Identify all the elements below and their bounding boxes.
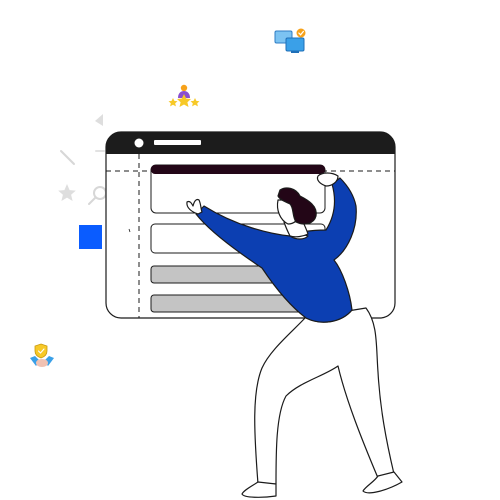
monitors-check-icon [274,28,306,53]
left-shoe [241,481,277,498]
left-hand [186,198,203,215]
right-shoe [362,471,403,494]
decorative-marks [58,114,107,205]
hair [277,187,317,225]
address-bar [154,140,201,145]
handshake-shield-icon [30,343,54,367]
blue-block [79,225,102,249]
person-figure [186,172,403,498]
rating-stars-icon [168,84,200,107]
trousers [254,307,395,485]
window-dot [134,138,144,148]
search-icon [88,186,107,205]
tiny-mark [128,228,131,233]
panel-top-header [151,165,325,174]
right-hand [316,172,339,187]
slash-mark [60,150,75,165]
window-header-bar [106,132,395,154]
cursor-arrow-icon [95,114,103,126]
star-icon [58,184,76,201]
